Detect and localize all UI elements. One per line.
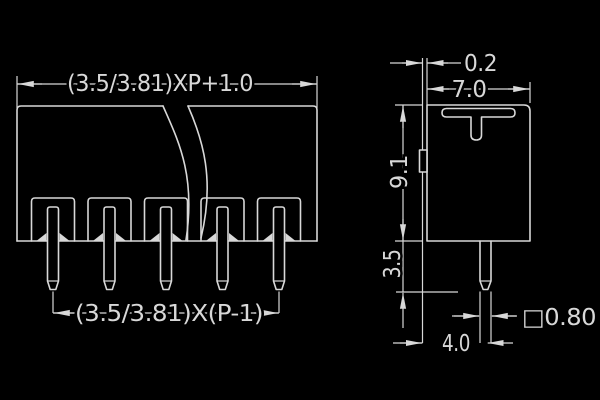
dim-wall-thickness: 0.2 (390, 49, 500, 80)
dim-body-height: 9.1 (385, 104, 423, 242)
dim-pin-protrusion: 3.5 (378, 241, 458, 328)
front-top-dimension-label: (3.5/3.81)XP+1.0 (67, 71, 253, 97)
side-body-outline (426, 104, 531, 242)
side-latch (418, 149, 428, 173)
side-view: 0.2 7.0 9.1 3.5 (378, 49, 600, 360)
t-slot (441, 107, 516, 141)
front-view: (3.5/3.81)XP+1.0 (3.5/3.81)X(P-1) (16, 69, 318, 330)
dim-pin-offset: 4.0 (393, 241, 513, 360)
dim-pin-protrusion-label: 3.5 (380, 250, 406, 279)
dim-body-height-label: 9.1 (387, 155, 413, 189)
dim-pin-offset-label: 4.0 (442, 331, 470, 357)
side-pin (479, 240, 492, 291)
dim-pin-square-label: □0.80 (522, 305, 596, 331)
front-top-dimension: (3.5/3.81)XP+1.0 (16, 69, 318, 108)
dim-body-width-label: 7.0 (452, 77, 487, 103)
dim-pin-square: □0.80 (452, 303, 599, 334)
side-left-wall (418, 58, 428, 241)
dim-wall-thickness-label: 0.2 (464, 51, 497, 77)
front-bottom-dimension-label: (3.5/3.81)X(P-1) (75, 301, 263, 327)
dim-body-width: 7.0 (427, 75, 531, 106)
front-bottom-dimension: (3.5/3.81)X(P-1) (52, 291, 280, 330)
break-lines (162, 105, 208, 241)
